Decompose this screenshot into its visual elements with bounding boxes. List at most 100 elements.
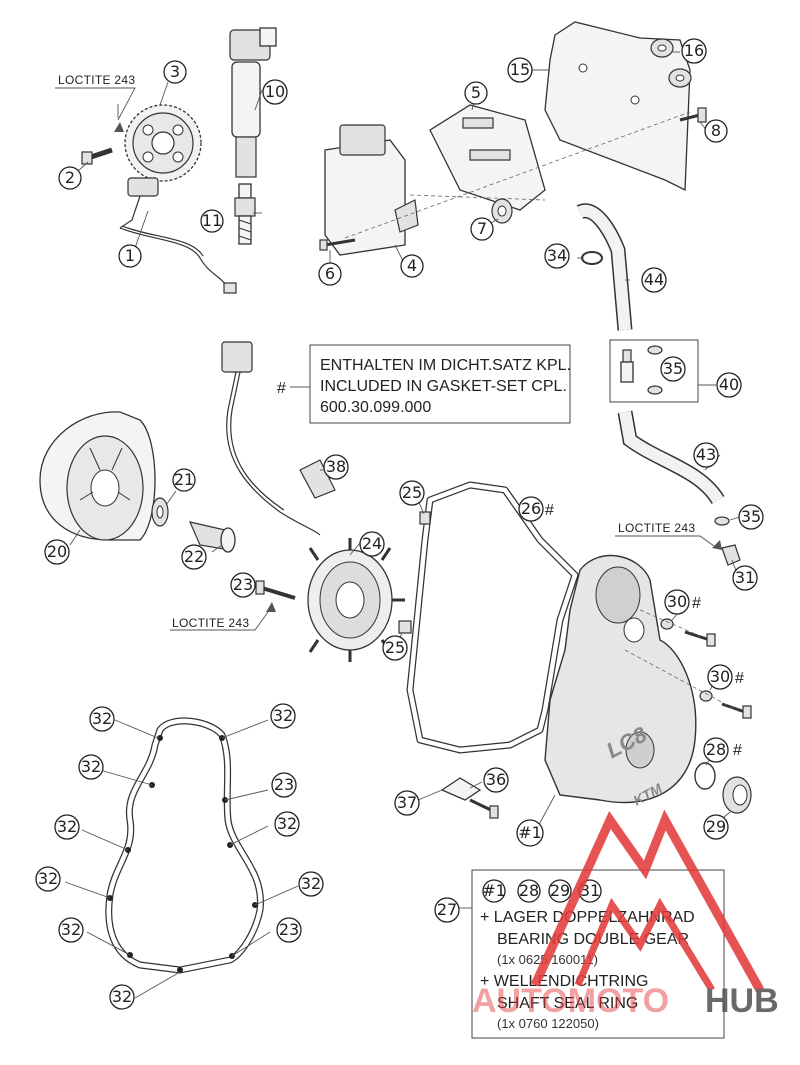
callout-p5: 5 bbox=[464, 81, 488, 105]
callout-g32a: 32 bbox=[89, 706, 115, 732]
callout-circle bbox=[163, 60, 187, 84]
callout-number: 43 bbox=[696, 445, 716, 464]
callout-circle bbox=[518, 496, 544, 522]
callout-p7: 7 bbox=[470, 217, 494, 241]
wire-clip-38 bbox=[299, 459, 336, 499]
callout-circle bbox=[470, 217, 494, 241]
valve-35 bbox=[620, 345, 663, 395]
callout-p30a: 30 bbox=[664, 589, 690, 615]
callout-circle bbox=[58, 917, 84, 943]
callout-circle bbox=[271, 772, 297, 798]
loctite-note-right: LOCTITE 243 bbox=[618, 521, 695, 535]
callout-g32b: 32 bbox=[270, 703, 296, 729]
callout-g32h: 32 bbox=[58, 917, 84, 943]
callout-number: 29 bbox=[550, 881, 570, 900]
callout-number: 32 bbox=[277, 814, 297, 833]
callout-circle bbox=[641, 267, 667, 293]
callout-circle bbox=[464, 81, 488, 105]
callout-number: 32 bbox=[273, 706, 293, 725]
callout-number: 32 bbox=[81, 757, 101, 776]
callout-p2: 2 bbox=[58, 166, 82, 190]
callout-circle bbox=[109, 984, 135, 1010]
callout-number: 15 bbox=[510, 60, 530, 79]
callout-circle bbox=[181, 544, 207, 570]
control-unit bbox=[324, 124, 419, 256]
callout-g23b: 23 bbox=[276, 917, 302, 943]
clamp-34 bbox=[581, 251, 603, 265]
ignition-cover: LC8 KTM bbox=[544, 554, 697, 809]
callout-circle bbox=[704, 119, 728, 143]
callout-circle bbox=[483, 767, 509, 793]
callout-g32g: 32 bbox=[298, 871, 324, 897]
kit-line-4: + WELLENDICHTRING bbox=[480, 973, 648, 990]
gasket-note-line-2: INCLUDED IN GASKET-SET CPL. bbox=[320, 378, 567, 395]
callout-circle bbox=[738, 504, 764, 530]
gasket-note-line-3: 600.30.099.000 bbox=[320, 399, 431, 416]
callout-circle bbox=[118, 244, 142, 268]
callout-p36: 36 bbox=[483, 767, 509, 793]
callout-g32i: 32 bbox=[109, 984, 135, 1010]
callout-circle bbox=[200, 209, 224, 233]
callout-p40: 40 bbox=[716, 372, 742, 398]
bolt-2 bbox=[81, 122, 124, 165]
callout-p24: 24 bbox=[359, 531, 385, 557]
callout-p28: 28 bbox=[703, 737, 729, 763]
callout-number: 4 bbox=[407, 256, 417, 275]
callout-number: 23 bbox=[233, 575, 253, 594]
bolt-23 bbox=[255, 580, 296, 612]
callout-p38: 38 bbox=[323, 454, 349, 480]
callout-number: 32 bbox=[301, 874, 321, 893]
callout-number: 25 bbox=[402, 483, 422, 502]
callout-g32f: 32 bbox=[35, 866, 61, 892]
hash-marker-28: # bbox=[733, 742, 742, 759]
callout-circle bbox=[35, 866, 61, 892]
callout-number: 28 bbox=[519, 881, 539, 900]
callout-number: 6 bbox=[325, 264, 335, 283]
callout-circle bbox=[548, 879, 572, 903]
callout-p35a: 35 bbox=[660, 356, 686, 382]
callout-p25a: 25 bbox=[399, 480, 425, 506]
grommet-7 bbox=[491, 198, 513, 224]
callout-p35b: 35 bbox=[738, 504, 764, 530]
callout-p34: 34 bbox=[544, 243, 570, 269]
trigger-wheel bbox=[124, 104, 202, 182]
callout-number: 20 bbox=[47, 542, 67, 561]
callout-circle bbox=[323, 454, 349, 480]
callout-circle bbox=[399, 480, 425, 506]
callout-p30b: 30 bbox=[707, 664, 733, 690]
callout-number: 40 bbox=[719, 375, 739, 394]
callout-g32d: 32 bbox=[54, 814, 80, 840]
callout-circle bbox=[276, 917, 302, 943]
callout-number: 32 bbox=[92, 709, 112, 728]
callout-number: 21 bbox=[174, 470, 194, 489]
callout-number: 3 bbox=[170, 62, 180, 81]
hose-44 bbox=[576, 203, 633, 331]
callout-circle bbox=[693, 442, 719, 468]
pickup-sensor bbox=[119, 177, 237, 294]
callout-number: 16 bbox=[684, 41, 704, 60]
callout-number: 22 bbox=[184, 547, 204, 566]
callout-number: 34 bbox=[547, 246, 567, 265]
callout-number: 5 bbox=[471, 83, 481, 102]
callout-p27: 27 bbox=[434, 897, 460, 923]
callout-p31: 31 bbox=[732, 565, 758, 591]
callout-p20: 20 bbox=[44, 539, 70, 565]
dowel-25b bbox=[398, 620, 412, 634]
callout-circle bbox=[516, 819, 544, 847]
callout-circle bbox=[54, 814, 80, 840]
callout-circle bbox=[89, 706, 115, 732]
flywheel bbox=[39, 411, 156, 541]
callout-k29: 29 bbox=[548, 879, 572, 903]
callout-circle bbox=[703, 737, 729, 763]
callout-number: 35 bbox=[663, 359, 683, 378]
screw-8 bbox=[679, 107, 707, 123]
callout-circle bbox=[318, 262, 342, 286]
callout-circle bbox=[359, 531, 385, 557]
watermark-text-2: HUB bbox=[705, 982, 779, 1020]
callout-number: 36 bbox=[486, 770, 506, 789]
hash-marker-30a: # bbox=[692, 595, 701, 612]
callout-number: 10 bbox=[265, 82, 285, 101]
callout-g23a: 23 bbox=[271, 772, 297, 798]
callout-circle bbox=[58, 166, 82, 190]
